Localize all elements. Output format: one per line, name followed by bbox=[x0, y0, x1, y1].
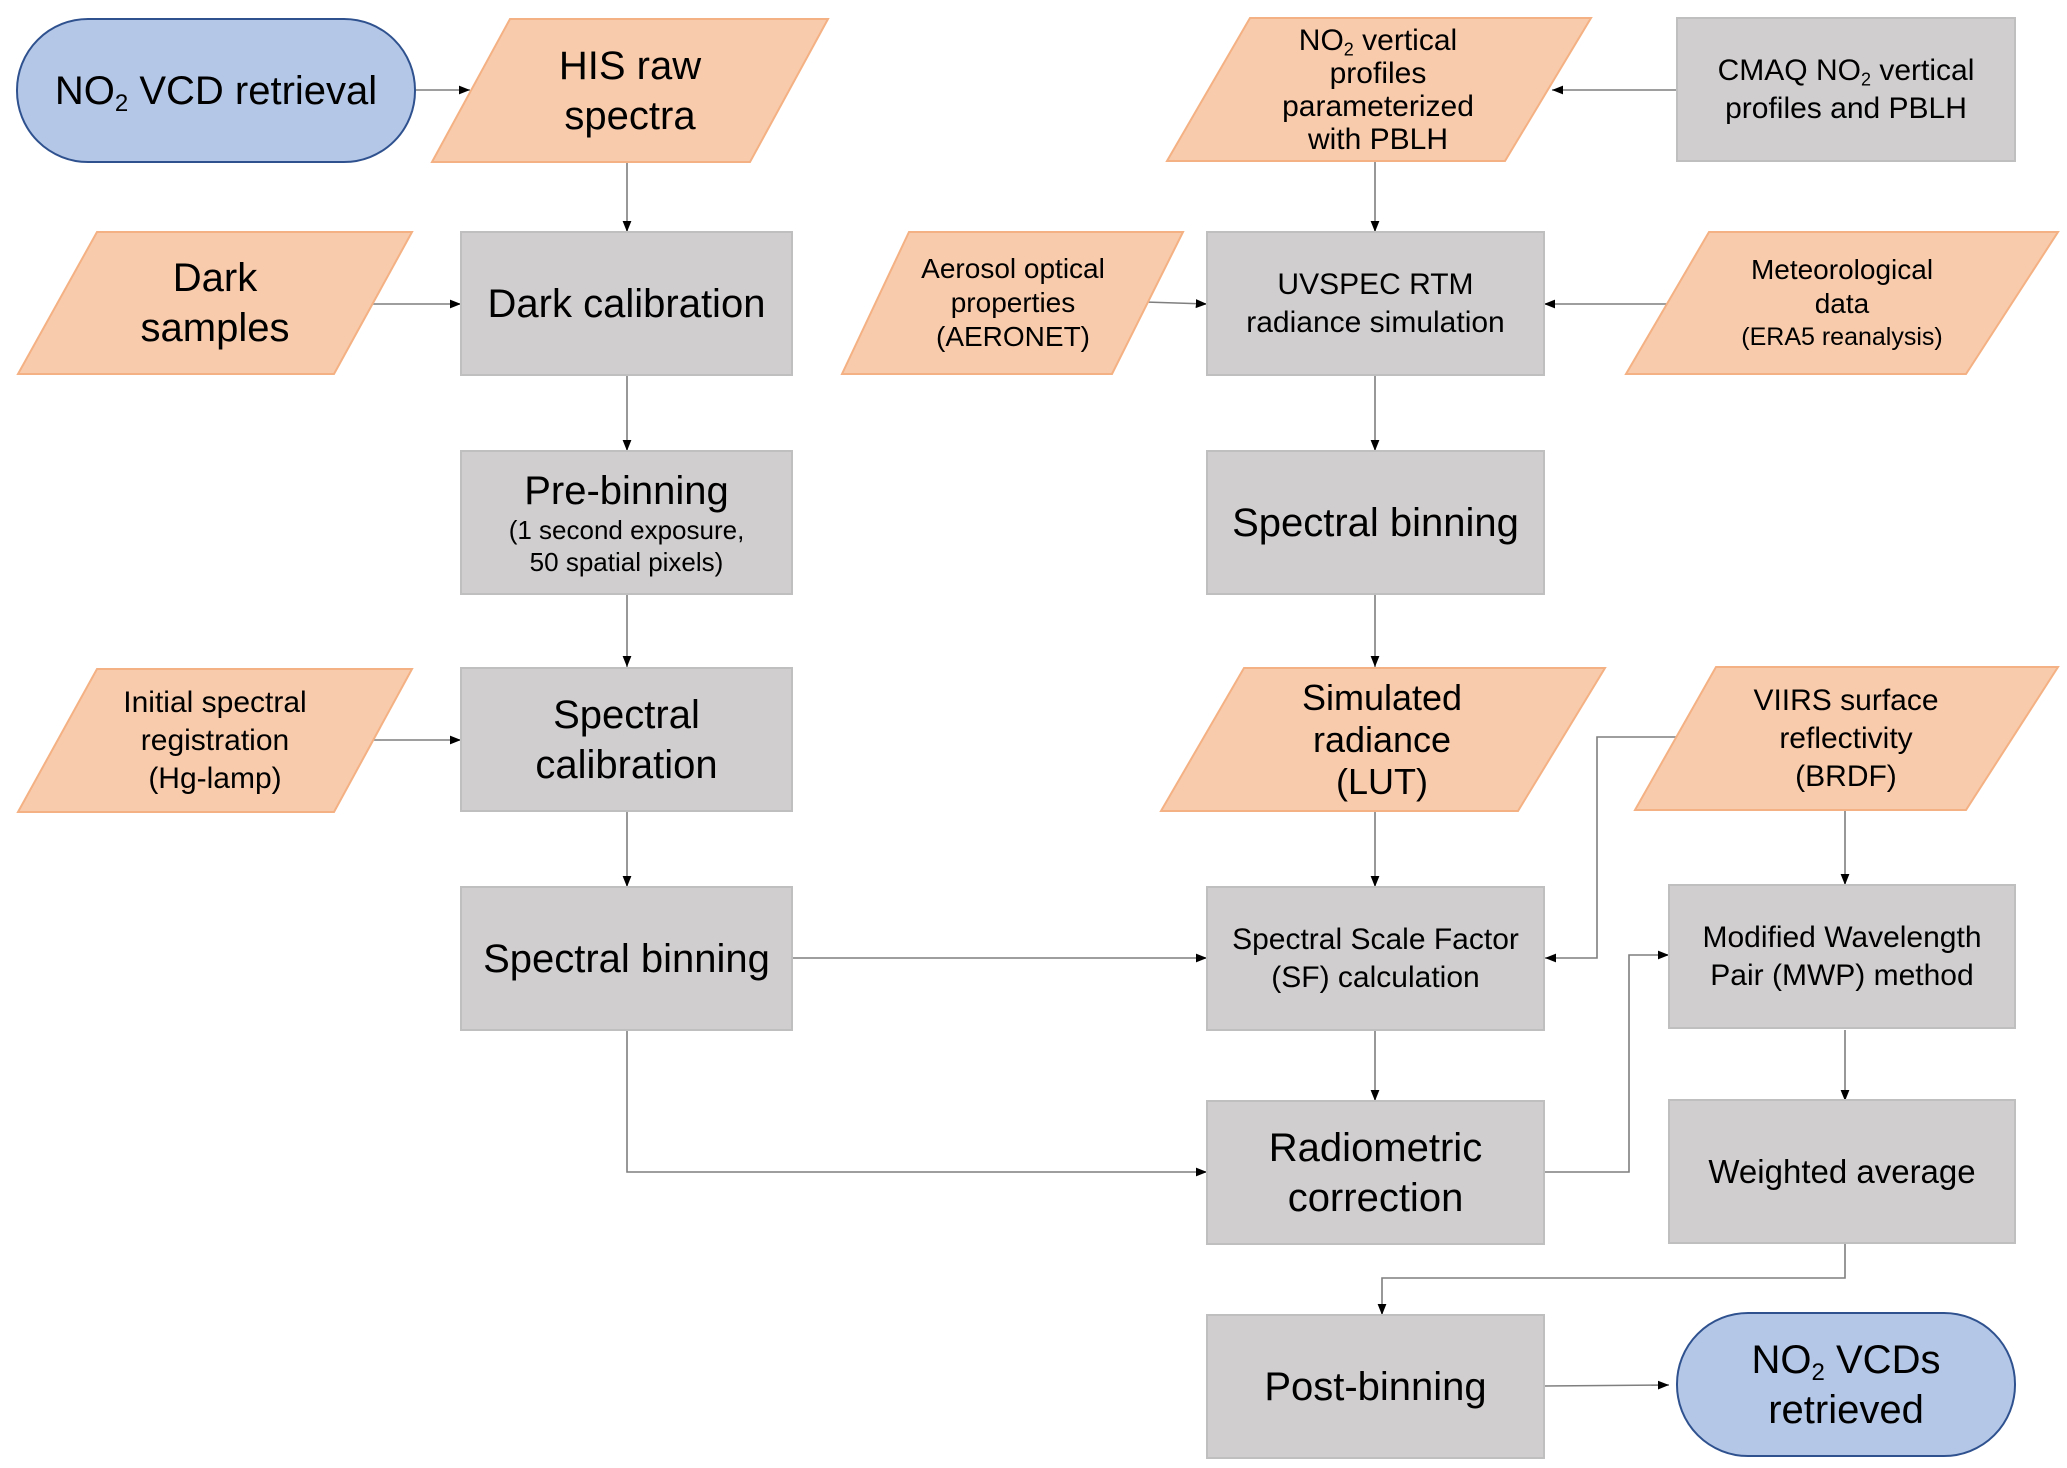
post-binning-node[interactable]: Post-binning bbox=[1207, 1315, 1544, 1458]
dark-samples-line1: Dark bbox=[172, 256, 258, 300]
dark-samples-shape bbox=[16, 231, 414, 375]
initial-spectral-line2: registration bbox=[140, 723, 290, 757]
no2-profiles-line1: NO2 vertical bbox=[1298, 23, 1458, 59]
simulated-radiance-node[interactable]: Simulated radiance (LUT) bbox=[1203, 668, 1561, 811]
his-raw-line1: HIS raw bbox=[558, 43, 702, 88]
end-terminal-line1: NO2 VCDs bbox=[1751, 1337, 1941, 1386]
spectral-calibration-node[interactable]: Spectral calibration bbox=[461, 668, 792, 811]
spectral-binning-left-label: Spectral binning bbox=[483, 936, 770, 981]
edge-aerosol-to-uvspec bbox=[1144, 299, 1208, 309]
spectral-binning-right-shape bbox=[1206, 450, 1545, 595]
edge-post-binning-to-end bbox=[1543, 1380, 1670, 1390]
mwp-line2: Pair (MWP) method bbox=[1710, 958, 1974, 992]
spectral-binning-left-shape bbox=[460, 886, 793, 1031]
mwp-shape bbox=[1668, 884, 2016, 1029]
post-binning-shape bbox=[1206, 1314, 1545, 1459]
uvspec-shape bbox=[1206, 231, 1545, 376]
his-raw-line2: spectra bbox=[564, 93, 696, 138]
cmaq-line2: profiles and PBLH bbox=[1725, 91, 1967, 125]
start-terminal-shape bbox=[16, 18, 416, 163]
end-terminal[interactable]: NO2 VCDs retrieved bbox=[1677, 1313, 2015, 1456]
meteorological-line2: data bbox=[1814, 288, 1870, 319]
weighted-average-node[interactable]: Weighted average bbox=[1669, 1100, 2015, 1243]
his-raw-spectra-node[interactable]: HIS raw spectra bbox=[470, 19, 790, 162]
no2-profiles-node[interactable]: NO2 vertical profiles parameterized with… bbox=[1208, 18, 1548, 161]
his-raw-shape bbox=[430, 18, 830, 163]
viirs-shape bbox=[1633, 666, 2060, 811]
aerosol-line2: properties bbox=[950, 287, 1076, 318]
radiometric-node[interactable]: Radiometric correction bbox=[1207, 1101, 1544, 1244]
edge-weighted-average-to-post-binning bbox=[1377, 1244, 1846, 1315]
mwp-node[interactable]: Modified Wavelength Pair (MWP) method bbox=[1669, 885, 2015, 1028]
viirs-line2: reflectivity bbox=[1779, 721, 1913, 755]
no2-profiles-line4: with PBLH bbox=[1307, 122, 1449, 156]
dark-calibration-node[interactable]: Dark calibration bbox=[461, 232, 792, 375]
pre-binning-detail-1: (1 second exposure, bbox=[508, 514, 745, 545]
spectral-binning-right-node[interactable]: Spectral binning bbox=[1207, 451, 1544, 594]
weighted-average-label: Weighted average bbox=[1708, 1152, 1976, 1190]
cmaq-line1: CMAQ NO2 vertical bbox=[1717, 53, 1975, 89]
spectral-calibration-line1: Spectral bbox=[553, 692, 700, 737]
viirs-line3: (BRDF) bbox=[1795, 759, 1897, 793]
initial-spectral-node[interactable]: Initial spectral registration (Hg-lamp) bbox=[57, 669, 373, 812]
sf-calc-shape bbox=[1206, 886, 1545, 1031]
initial-spectral-line1: Initial spectral bbox=[123, 685, 307, 719]
aerosol-line3: (AERONET) bbox=[936, 321, 1090, 352]
edge-spectral-binning-to-radiometric bbox=[626, 1030, 1207, 1177]
aerosol-node[interactable]: Aerosol optical properties (AERONET) bbox=[876, 232, 1150, 374]
meteorological-line1: Meteorological bbox=[1750, 254, 1934, 285]
post-binning-label: Post-binning bbox=[1264, 1364, 1487, 1409]
sf-calc-node[interactable]: Spectral Scale Factor (SF) calculation bbox=[1207, 887, 1544, 1030]
spectral-calibration-line2: calibration bbox=[535, 742, 718, 787]
meteorological-shape bbox=[1624, 231, 2060, 375]
spectral-calibration-shape bbox=[460, 667, 793, 812]
viirs-line1: VIIRS surface bbox=[1753, 683, 1939, 717]
dark-samples-line2: samples bbox=[140, 306, 290, 350]
aerosol-shape bbox=[840, 231, 1185, 375]
uvspec-line2: radiance simulation bbox=[1246, 305, 1505, 339]
no2-profiles-line3: parameterized bbox=[1282, 89, 1474, 123]
no2-profiles-shape bbox=[1165, 17, 1593, 162]
edge-viirs-to-sf-calc bbox=[1545, 736, 1696, 963]
spectral-binning-left-node[interactable]: Spectral binning bbox=[461, 887, 792, 1030]
cmaq-shape bbox=[1676, 17, 2016, 162]
meteorological-line3: (ERA5 reanalysis) bbox=[1741, 323, 1943, 351]
simulated-radiance-shape bbox=[1159, 667, 1607, 812]
end-terminal-shape bbox=[1676, 1312, 2016, 1457]
start-terminal[interactable]: NO2 VCD retrieval bbox=[54, 68, 378, 117]
edge-radiometric-to-mwp bbox=[1544, 950, 1669, 1173]
radiometric-shape bbox=[1206, 1100, 1545, 1245]
viirs-node[interactable]: VIIRS surface reflectivity (BRDF) bbox=[1676, 667, 2016, 810]
aerosol-line1: Aerosol optical bbox=[921, 253, 1105, 284]
no2-profiles-line2: profiles bbox=[1329, 56, 1427, 90]
uvspec-node[interactable]: UVSPEC RTM radiance simulation bbox=[1207, 232, 1544, 375]
mwp-line1: Modified Wavelength bbox=[1702, 920, 1982, 954]
dark-samples-node[interactable]: Dark samples bbox=[57, 232, 373, 374]
simulated-radiance-line3: (LUT) bbox=[1336, 760, 1428, 802]
initial-spectral-shape bbox=[16, 668, 414, 813]
simulated-radiance-line1: Simulated bbox=[1301, 676, 1463, 718]
weighted-average-shape bbox=[1668, 1099, 2016, 1244]
initial-spectral-line3: (Hg-lamp) bbox=[148, 761, 282, 795]
uvspec-line1: UVSPEC RTM bbox=[1277, 267, 1474, 301]
meteorological-node[interactable]: Meteorological data (ERA5 reanalysis) bbox=[1667, 232, 2017, 374]
spectral-binning-right-label: Spectral binning bbox=[1232, 500, 1519, 545]
sf-calc-line1: Spectral Scale Factor bbox=[1232, 922, 1519, 956]
simulated-radiance-line2: radiance bbox=[1312, 718, 1452, 760]
cmaq-node[interactable]: CMAQ NO2 vertical profiles and PBLH bbox=[1677, 18, 2015, 161]
pre-binning-detail-2: 50 spatial pixels) bbox=[529, 546, 724, 577]
dark-calibration-label: Dark calibration bbox=[487, 281, 766, 326]
radiometric-line2: correction bbox=[1287, 1175, 1464, 1220]
pre-binning-node[interactable]: Pre-binning (1 second exposure, 50 spati… bbox=[461, 451, 792, 594]
pre-binning-shape bbox=[460, 450, 793, 595]
sf-calc-line2: (SF) calculation bbox=[1271, 960, 1480, 994]
pre-binning-title: Pre-binning bbox=[524, 468, 729, 513]
radiometric-line1: Radiometric bbox=[1268, 1125, 1483, 1170]
end-terminal-line2: retrieved bbox=[1768, 1387, 1924, 1432]
dark-calibration-shape bbox=[460, 231, 793, 376]
